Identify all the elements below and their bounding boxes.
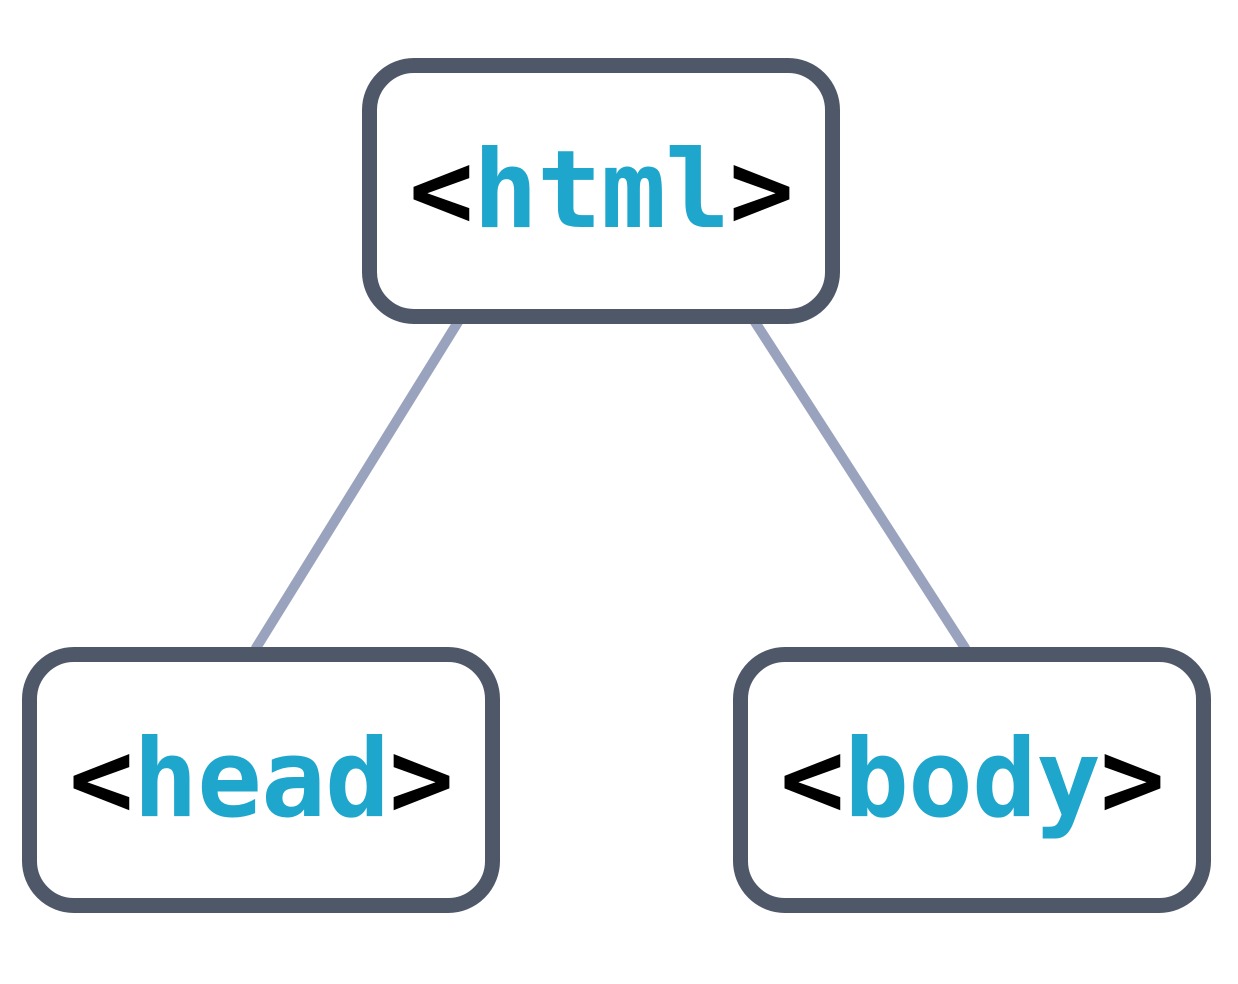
tag-name-head: head xyxy=(132,717,390,842)
tag-head: <head> xyxy=(69,726,454,834)
open-bracket: < xyxy=(408,128,474,253)
tag-body: <body> xyxy=(780,726,1165,834)
edge-html-head xyxy=(251,317,463,653)
close-bracket: > xyxy=(389,717,454,842)
close-bracket: > xyxy=(729,128,794,253)
edge-html-body xyxy=(750,317,970,653)
node-body: <body> xyxy=(733,647,1211,913)
tag-name-body: body xyxy=(843,717,1101,842)
close-bracket: > xyxy=(1100,717,1165,842)
node-html: <html> xyxy=(362,58,840,324)
tag-html: <html> xyxy=(409,137,794,245)
open-bracket: < xyxy=(779,717,845,842)
node-head: <head> xyxy=(22,647,500,913)
open-bracket: < xyxy=(68,717,134,842)
tag-name-html: html xyxy=(472,128,730,253)
